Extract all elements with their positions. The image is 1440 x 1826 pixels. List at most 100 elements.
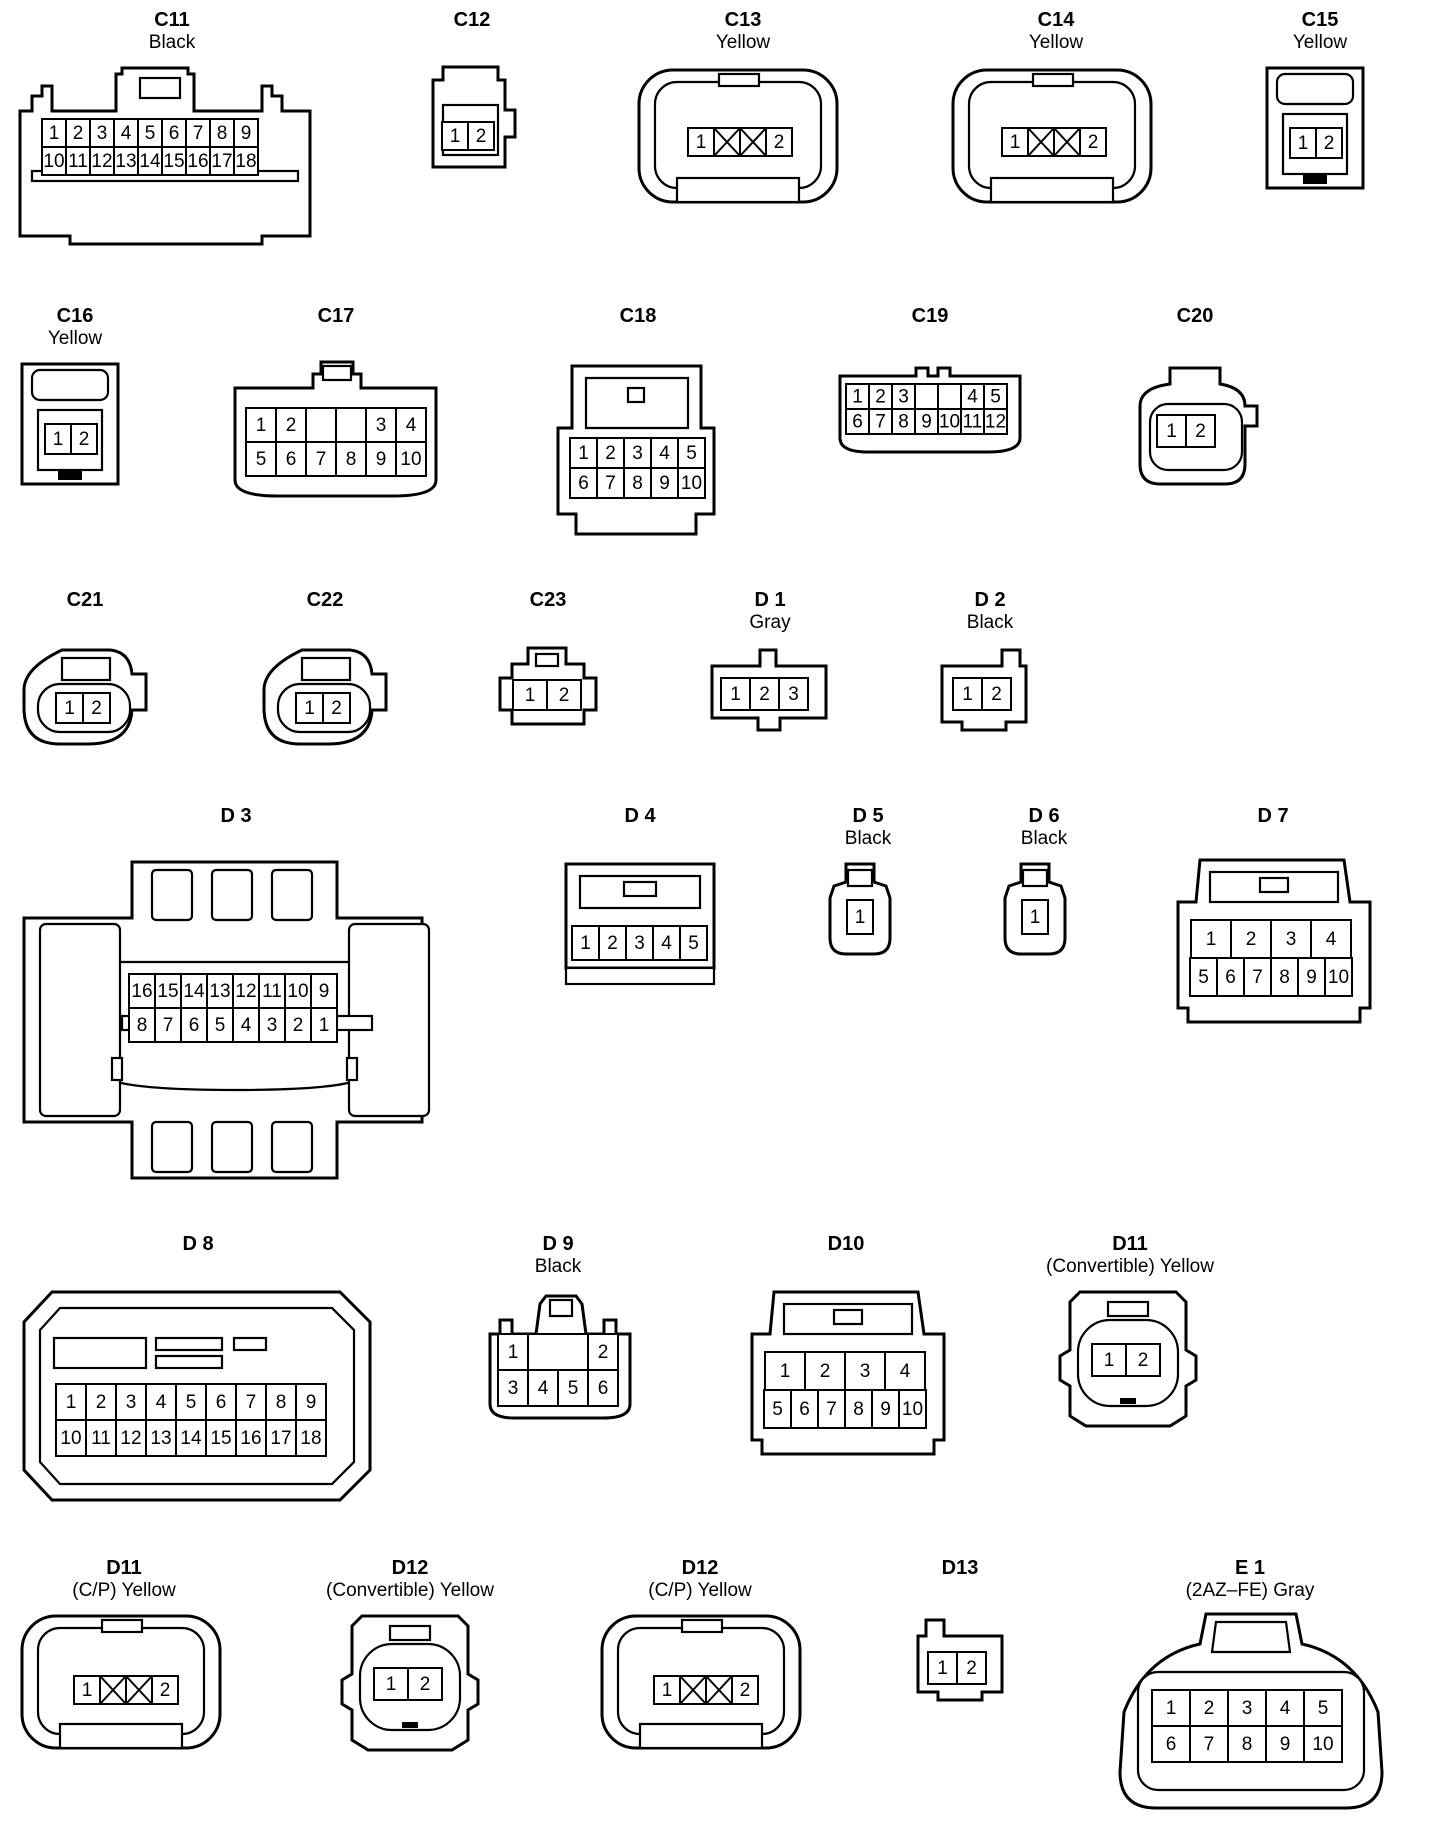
pin-number: 4 (967, 387, 978, 408)
connector-id: D12 (391, 1557, 429, 1579)
pin-cell: 1 (927, 1651, 958, 1685)
pin-number: 6 (1166, 1734, 1177, 1755)
connector-header: C13 Yellow (688, 10, 798, 52)
pin-number: 11 (68, 151, 88, 172)
pin-cell: 5 (557, 1369, 589, 1407)
pin-cell: 15 (161, 146, 187, 176)
pin-number: 6 (799, 1399, 810, 1420)
pin-number: 16 (187, 151, 208, 172)
pin-number: 1 (1166, 1698, 1177, 1719)
pin-number: 2 (759, 684, 770, 705)
pin-cell: 8 (128, 1007, 156, 1043)
pin-number: 2 (598, 1342, 609, 1363)
connector-color: (C/P) Yellow (648, 1580, 752, 1601)
pin-cell: 11 (258, 973, 286, 1009)
pin-cell: 2 (731, 1675, 759, 1705)
pin-number: 1 (580, 933, 591, 954)
pin-number: 2 (875, 387, 886, 408)
pin-cell: 2 (65, 118, 91, 148)
pin-number: 10 (939, 412, 960, 433)
pin-cell: 1 (764, 1351, 806, 1391)
pin-cell: 3 (778, 677, 809, 711)
pin-cell: 4 (232, 1007, 260, 1043)
pin-number: 10 (1312, 1734, 1333, 1755)
pin-number: 8 (137, 1015, 148, 1036)
pin-cell (527, 1333, 589, 1371)
pin-cell: 1 (44, 423, 72, 455)
pin-number: 4 (538, 1378, 549, 1399)
pin-number: 1 (256, 415, 267, 436)
connector-header: D11 (C/P) Yellow (44, 1558, 204, 1600)
pin-cell: 2 (467, 121, 495, 151)
pin-cell: 3 (497, 1369, 529, 1407)
connector-id: C13 (724, 9, 762, 31)
pin-number: 2 (991, 684, 1002, 705)
pin-cell: 2 (587, 1333, 619, 1371)
connector-header: D13 (920, 1558, 1000, 1578)
pin-cell: 1 (653, 1675, 681, 1705)
pin-cell: 5 (175, 1383, 207, 1421)
pin-number: 1 (852, 387, 863, 408)
pin-cell: 2 (85, 1383, 117, 1421)
pin-cell: 12 (232, 973, 260, 1009)
pin-cell: 11 (65, 146, 91, 176)
connector-id: E 1 (1234, 1557, 1266, 1579)
pin-number: 5 (256, 449, 267, 470)
pin-number: 10 (681, 473, 702, 494)
pin-number: 8 (1279, 967, 1290, 988)
connector-id: C11 (154, 9, 190, 31)
pin-number: 15 (210, 1428, 231, 1449)
pin-number: 7 (605, 473, 616, 494)
pin-number: 2 (607, 933, 618, 954)
pin-number: 9 (1280, 1734, 1291, 1755)
pin-number: 2 (605, 443, 616, 464)
pin-cell: 1 (512, 679, 548, 711)
pin-cell: 1 (1156, 414, 1187, 448)
pin-cell: 4 (395, 407, 427, 443)
connector-header: C23 (508, 590, 588, 610)
pin-number: 5 (568, 1378, 579, 1399)
pin-number: 1 (937, 1658, 948, 1679)
pin-cell: 1 (245, 407, 277, 443)
pin-cell: 2 (868, 383, 893, 410)
connector-header: D12 (Convertible) Yellow (290, 1558, 530, 1600)
pin-cell: 10 (1303, 1725, 1343, 1763)
pin-number: 9 (319, 981, 330, 1002)
pin-cell: 1 (952, 677, 983, 711)
connector-id: D11 (106, 1557, 142, 1579)
pin-cell: 14 (175, 1419, 207, 1457)
pin-number: 3 (1242, 1698, 1253, 1719)
pin-number: 1 (49, 123, 60, 144)
connector-color: Yellow (1292, 32, 1348, 53)
pin-cell: 15 (205, 1419, 237, 1457)
pin-cell: 12 (89, 146, 115, 176)
pin-cell: 1 (1091, 1343, 1127, 1377)
pin-number: 16 (131, 981, 152, 1002)
pin-cell: 2 (407, 1667, 443, 1701)
pin-number: 2 (820, 1361, 831, 1382)
pin-cell: 4 (884, 1351, 926, 1391)
connector-color: Yellow (47, 328, 103, 349)
pin-number: 2 (774, 132, 785, 153)
pin-cell: 8 (1270, 957, 1299, 997)
pin-cell: 1 (846, 899, 874, 935)
pin-number: 6 (169, 123, 180, 144)
pin-cell: 8 (891, 408, 916, 435)
pin-cell: 3 (115, 1383, 147, 1421)
pin-number: 1 (1010, 132, 1021, 153)
pin-number: 4 (900, 1361, 911, 1382)
pin-cell: 16 (235, 1419, 267, 1457)
pin-number: 1 (319, 1015, 330, 1036)
pin-cell (335, 407, 367, 443)
connector-id: D 1 (754, 589, 786, 611)
pin-cell: 9 (233, 118, 259, 148)
pin-cell: 9 (310, 973, 338, 1009)
connector-color: Black (1020, 828, 1068, 849)
pin-number: 1 (662, 1680, 673, 1701)
